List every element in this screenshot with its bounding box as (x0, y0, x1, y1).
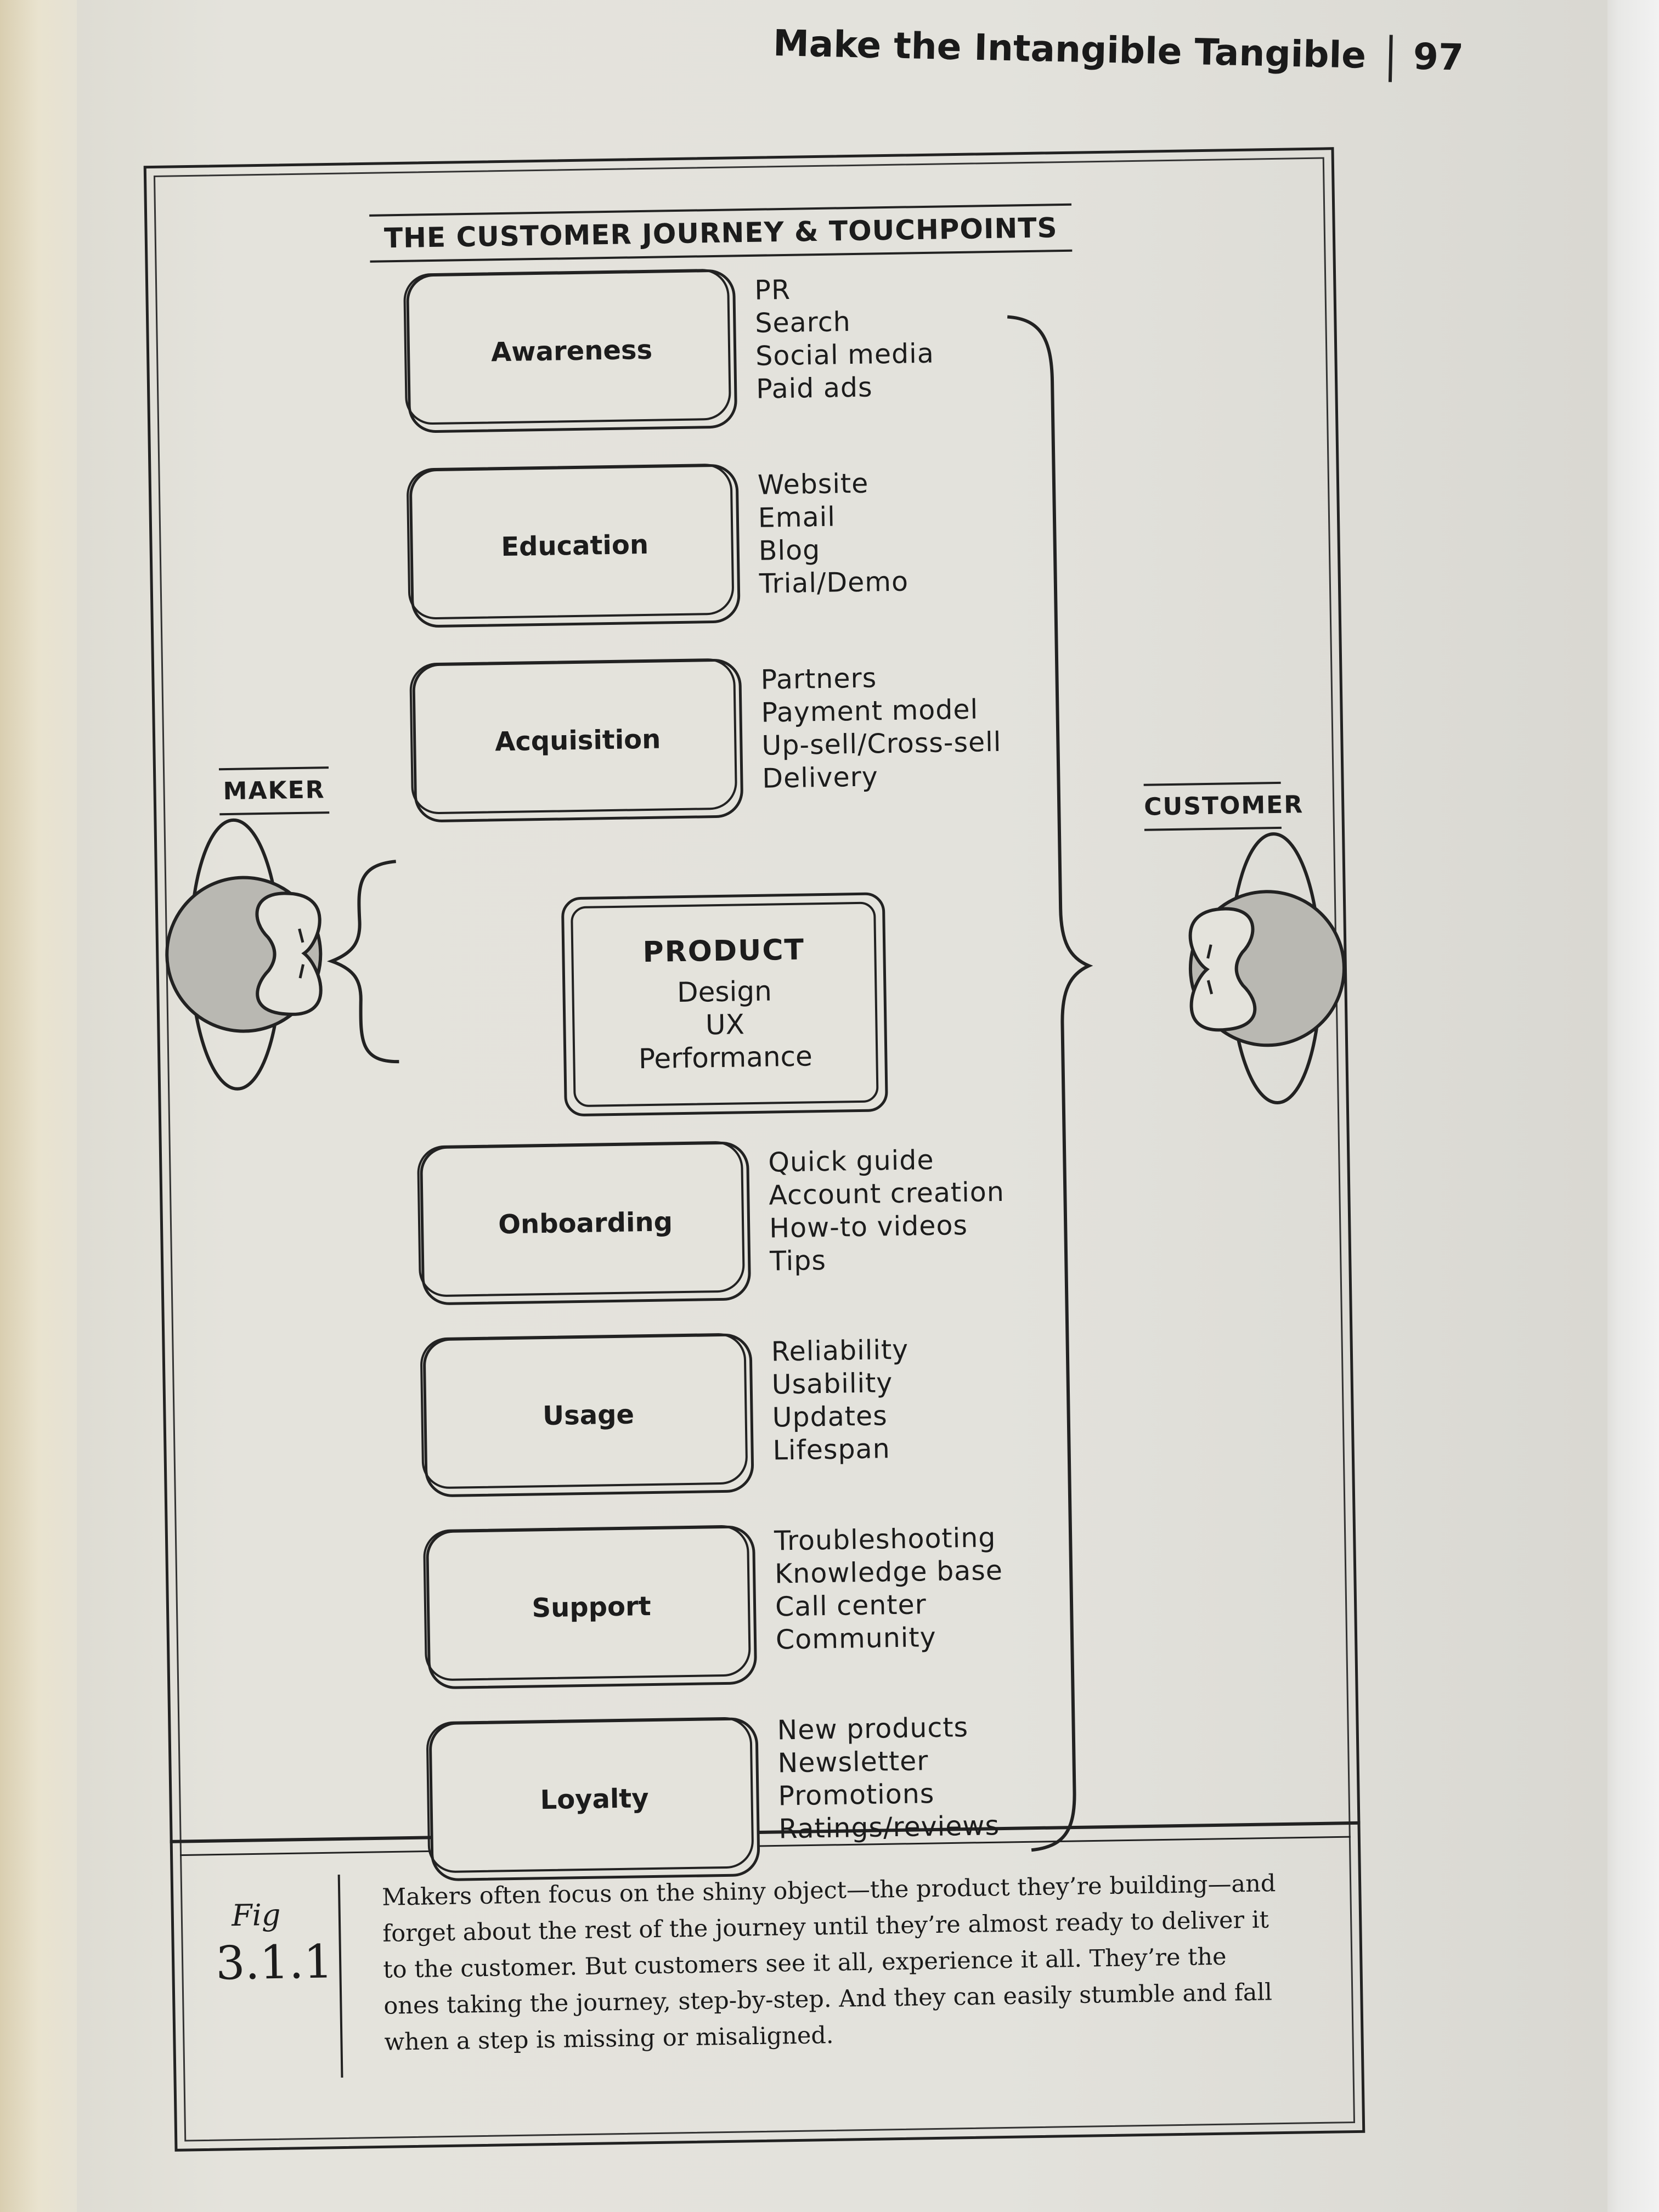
caption-rule-mid (180, 1836, 1351, 1857)
touchpoint: PR (754, 274, 791, 306)
touchpoints-awareness: PR Search Social media Paid ads (754, 272, 935, 406)
maker-brace (326, 860, 399, 1064)
touchpoint: Tips (769, 1244, 827, 1277)
touchpoint: Blog (758, 534, 821, 567)
touchpoints-support: Troubleshooting Knowledge base Call cent… (774, 1521, 1004, 1657)
stage-onboarding-label: Onboarding (498, 1206, 673, 1240)
touchpoint: Email (758, 501, 836, 534)
stage-usage-label: Usage (542, 1399, 635, 1432)
diagram-art (165, 315, 1361, 1857)
maker-label: MAKER (218, 766, 330, 816)
customer-brace (1007, 315, 1093, 1852)
touchpoint: Troubleshooting (774, 1522, 996, 1557)
page-number: 97 (1413, 35, 1464, 79)
touchpoint: Knowledge base (774, 1554, 1003, 1590)
touchpoint: Community (775, 1621, 937, 1656)
touchpoint: Quick guide (768, 1144, 934, 1178)
product-box: PRODUCT Design UX Performance (561, 892, 888, 1117)
stage-loyalty: Loyalty (428, 1717, 760, 1882)
stage-awareness-label: Awareness (490, 334, 653, 368)
product-title: PRODUCT (642, 933, 805, 969)
stage-awareness: Awareness (405, 269, 738, 433)
touchpoint: Trial/Demo (759, 566, 909, 600)
touchpoint: Paid ads (755, 371, 873, 405)
touchpoint: New products (777, 1712, 969, 1746)
touchpoints-acquisition: Partners Payment model Up-sell/Cross-sel… (760, 660, 1002, 795)
figure-caption: Makers often focus on the shiny object—t… (381, 1870, 1276, 2056)
stage-acquisition: Acquisition (412, 658, 744, 823)
touchpoint: How-to videos (769, 1209, 968, 1244)
caption-rule-top (170, 1821, 1361, 1843)
touchpoint: Ratings/reviews (778, 1810, 1000, 1845)
touchpoint: Payment model (761, 693, 979, 729)
stage-usage: Usage (422, 1333, 754, 1498)
customer-label: CUSTOMER (1143, 781, 1304, 831)
touchpoint: Website (757, 467, 869, 501)
customer-head-icon (1188, 832, 1346, 1105)
touchpoints-loyalty: New products Newsletter Promotions Ratin… (777, 1711, 1000, 1846)
stage-support: Support (425, 1525, 758, 1690)
touchpoint: Search (754, 306, 851, 339)
touchpoint: Up-sell/Cross-sell (761, 726, 1002, 761)
product-item: Design (676, 975, 772, 1009)
touchpoints-onboarding: Quick guide Account creation How-to vide… (768, 1143, 1006, 1278)
product-item: Performance (638, 1040, 813, 1075)
stage-onboarding: Onboarding (419, 1141, 752, 1306)
touchpoint: Account creation (768, 1176, 1005, 1211)
touchpoint: Call center (775, 1589, 927, 1623)
maker-head-icon (165, 818, 323, 1091)
stage-support-label: Support (532, 1591, 652, 1624)
touchpoint: Usability (771, 1367, 893, 1401)
stage-loyalty-label: Loyalty (540, 1783, 649, 1816)
stage-education: Education (409, 464, 741, 628)
product-item: UX (705, 1008, 745, 1041)
product-box-inner: PRODUCT Design UX Performance (571, 901, 879, 1108)
touchpoint: Delivery (761, 761, 879, 794)
touchpoint: Reliability (771, 1334, 909, 1368)
figure-number: 3.1.1 (215, 1934, 334, 1990)
figure-label-prefix: Fig (231, 1897, 281, 1933)
stage-education-label: Education (500, 529, 649, 563)
touchpoint: Partners (760, 662, 877, 696)
stage-acquisition-label: Acquisition (494, 724, 661, 758)
figure-label: Fig 3.1.1 (215, 1897, 334, 1990)
figure-box: THE CUSTOMER JOURNEY & TOUCHPOINTS MAKER… (143, 147, 1365, 2152)
touchpoint: Promotions (778, 1778, 935, 1812)
touchpoints-usage: Reliability Usability Updates Lifespan (771, 1334, 910, 1468)
touchpoint: Updates (772, 1400, 888, 1434)
touchpoint: Newsletter (777, 1745, 929, 1779)
touchpoint: Social media (755, 337, 935, 372)
touchpoints-education: Website Email Blog Trial/Demo (758, 466, 909, 600)
touchpoint: Lifespan (772, 1433, 891, 1466)
